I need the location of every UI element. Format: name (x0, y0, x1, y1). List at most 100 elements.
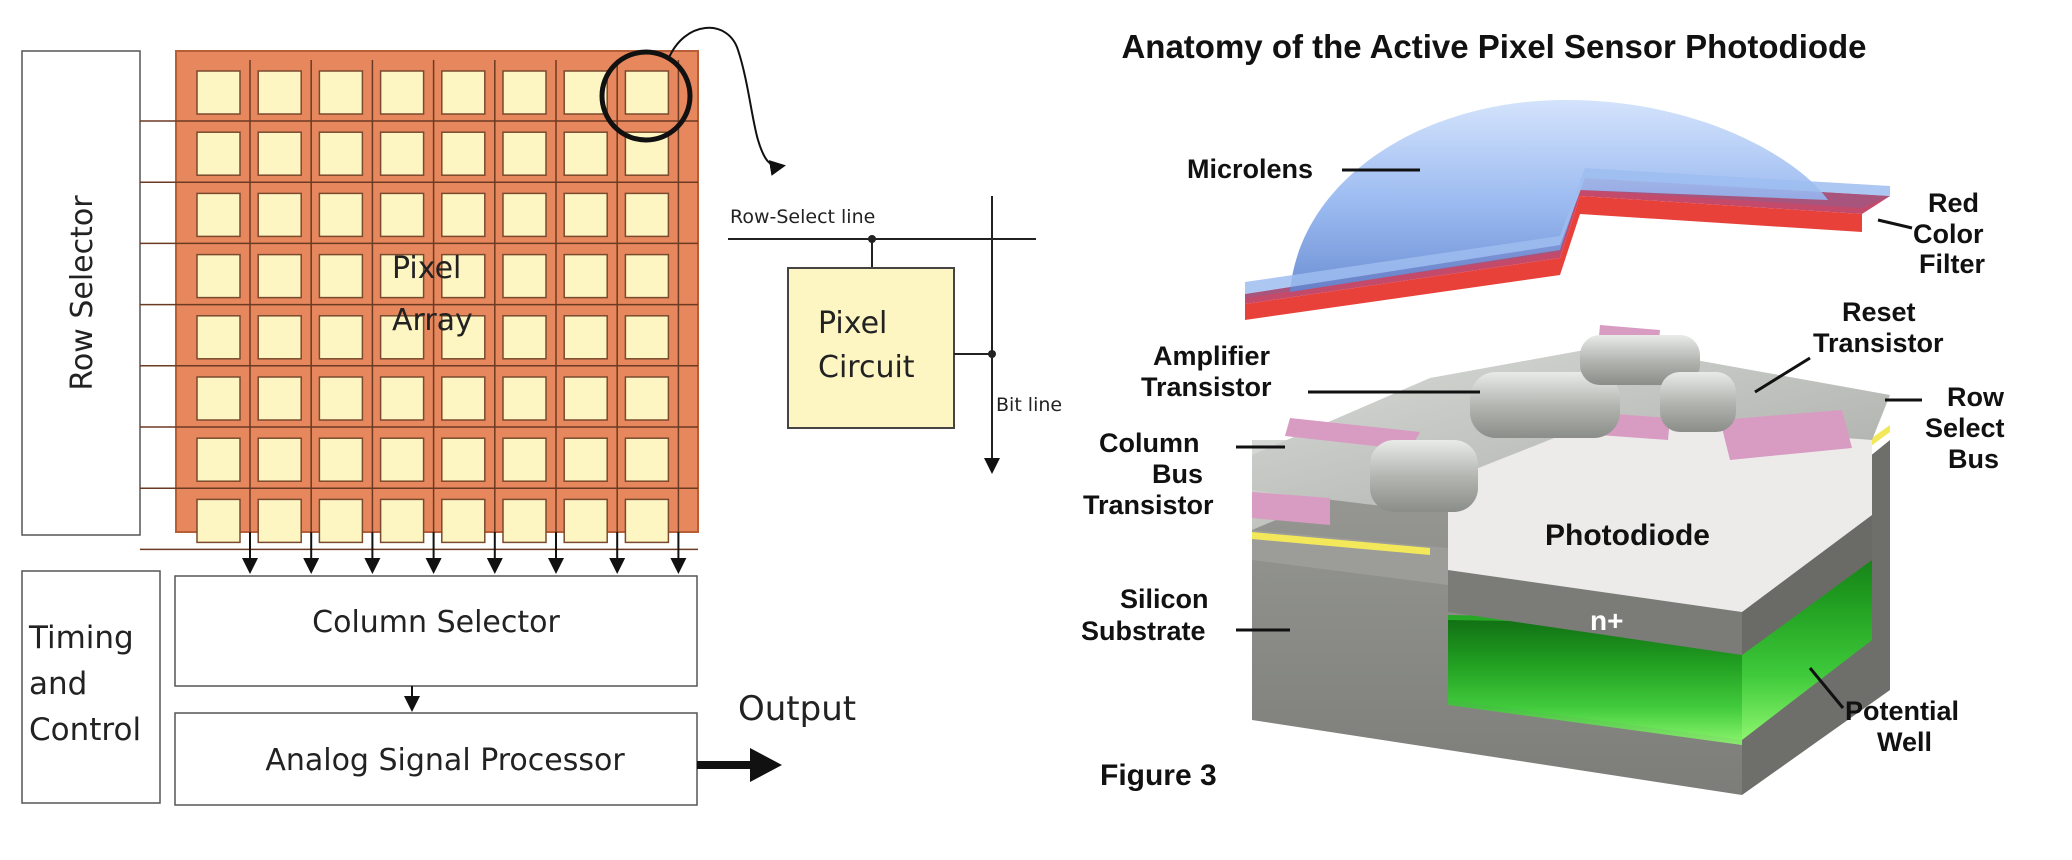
pixel-cell (563, 315, 608, 360)
pixel-cell (196, 192, 241, 238)
pixel-cell (379, 192, 425, 238)
potential-leader (1808, 667, 1845, 709)
row-selector-label: Row Selector (65, 195, 100, 391)
pixel-cell (196, 131, 241, 176)
n-plus-right (1742, 515, 1872, 655)
figure-label: Figure 3 (1100, 759, 1217, 792)
row-select-bump (1660, 372, 1736, 432)
column-bus-label-1: Column (1099, 428, 1200, 458)
reset-label-1: Reset (1842, 297, 1916, 327)
red-filter-label-2: Color (1913, 219, 1984, 249)
red-filter-label-1: Red (1928, 188, 1979, 218)
pixel-cell (441, 192, 486, 238)
pixel-circuit-label-1: Pixel (818, 306, 887, 341)
microlens-label: Microlens (1187, 154, 1313, 184)
column-bus-transistor-bump (1370, 440, 1478, 512)
substrate-rim (1252, 530, 1448, 585)
pixel-cell (257, 253, 302, 299)
timing-label-1: Timing (28, 620, 134, 656)
pixel-cell (563, 498, 608, 544)
pixel-cell (379, 376, 425, 421)
amplifier-label-2: Transistor (1141, 372, 1272, 402)
photodiode-label: Photodiode (1545, 519, 1710, 552)
pixel-cell (257, 192, 302, 238)
pixel-cell (318, 192, 364, 238)
pixel-cell (196, 498, 241, 544)
pixel-cell (563, 131, 608, 176)
row-select-line-label: Row-Select line (730, 206, 875, 228)
row-bus-label-3: Bus (1948, 444, 1999, 474)
pixel-cell (257, 498, 302, 544)
pixel-cell (379, 131, 425, 176)
potential-label-1: Potential (1845, 696, 1959, 726)
pixel-cell (502, 315, 547, 360)
pixel-cell (624, 376, 670, 421)
microlens-base (1245, 168, 1890, 294)
pixel-cell (502, 437, 547, 482)
yellow-stripe-left (1252, 532, 1430, 555)
pixel-cell (318, 315, 364, 360)
pixel-cell (624, 192, 670, 238)
column-bus-label-3: Transistor (1083, 490, 1214, 520)
row-bus-label-2: Select (1925, 413, 2005, 443)
pixel-cell (502, 498, 547, 544)
analog-processor-label: Analog Signal Processor (265, 743, 625, 778)
timing-label-3: Control (29, 712, 141, 748)
bit-line-node (988, 350, 996, 358)
pixel-cell (624, 253, 670, 299)
pixel-cell (196, 315, 241, 360)
pixel-cell (379, 70, 425, 115)
pixel-cell (257, 131, 302, 176)
pixel-array (175, 50, 699, 533)
pixel-cell (196, 437, 241, 482)
photodiode-surface (1448, 420, 1872, 612)
microlens-dome (1290, 99, 1828, 292)
pixel-cell (257, 315, 302, 360)
reset-transistor-bump (1580, 335, 1700, 385)
output-label: Output (738, 689, 856, 729)
bit-line-label: Bit line (996, 394, 1062, 416)
pixel-cell (318, 70, 364, 115)
pixel-cell (196, 70, 241, 115)
pixel-circuit-box (787, 267, 955, 429)
silicon-label-2: Substrate (1081, 616, 1206, 646)
row-bus-label-1: Row (1947, 382, 2005, 412)
pixel-cell (502, 376, 547, 421)
silicon-label-1: Silicon (1120, 584, 1209, 614)
pixel-cell (563, 376, 608, 421)
n-plus-layer (1448, 570, 1742, 655)
timing-control-box (21, 570, 161, 804)
column-arrows (242, 532, 687, 574)
pixel-cell (624, 315, 670, 360)
pixel-cell (563, 253, 608, 299)
pixel-cell (379, 498, 425, 544)
pixel-cell (379, 437, 425, 482)
pixel-cell (502, 192, 547, 238)
potential-label-2: Well (1877, 727, 1932, 757)
pixel-cell (257, 437, 302, 482)
pixel-cell (502, 253, 547, 299)
pixel-cell (379, 253, 425, 299)
pixel-highlight-circle (599, 49, 693, 143)
pixel-cell (318, 376, 364, 421)
column-bus-label-2: Bus (1152, 459, 1203, 489)
pixel-cell (441, 70, 486, 115)
pixel-cell (318, 131, 364, 176)
pixel-cell (502, 70, 547, 115)
pixel-array-label-2: Array (392, 303, 473, 338)
output-arrowhead (750, 748, 782, 782)
pixel-cell (257, 70, 302, 115)
reset-leader (1754, 356, 1811, 394)
pixel-array-label-1: Pixel (392, 251, 461, 286)
reset-label-2: Transistor (1813, 328, 1944, 358)
pixel-cell (379, 315, 425, 360)
pixel-grid (140, 60, 698, 551)
pixel-cell (624, 70, 670, 115)
pixel-cell (318, 498, 364, 544)
pixel-cell (624, 437, 670, 482)
amplifier-transistor-bump (1470, 372, 1620, 438)
pink-pad-left (1252, 492, 1330, 525)
pixel-cell (441, 437, 486, 482)
column-selector-box (174, 575, 698, 687)
